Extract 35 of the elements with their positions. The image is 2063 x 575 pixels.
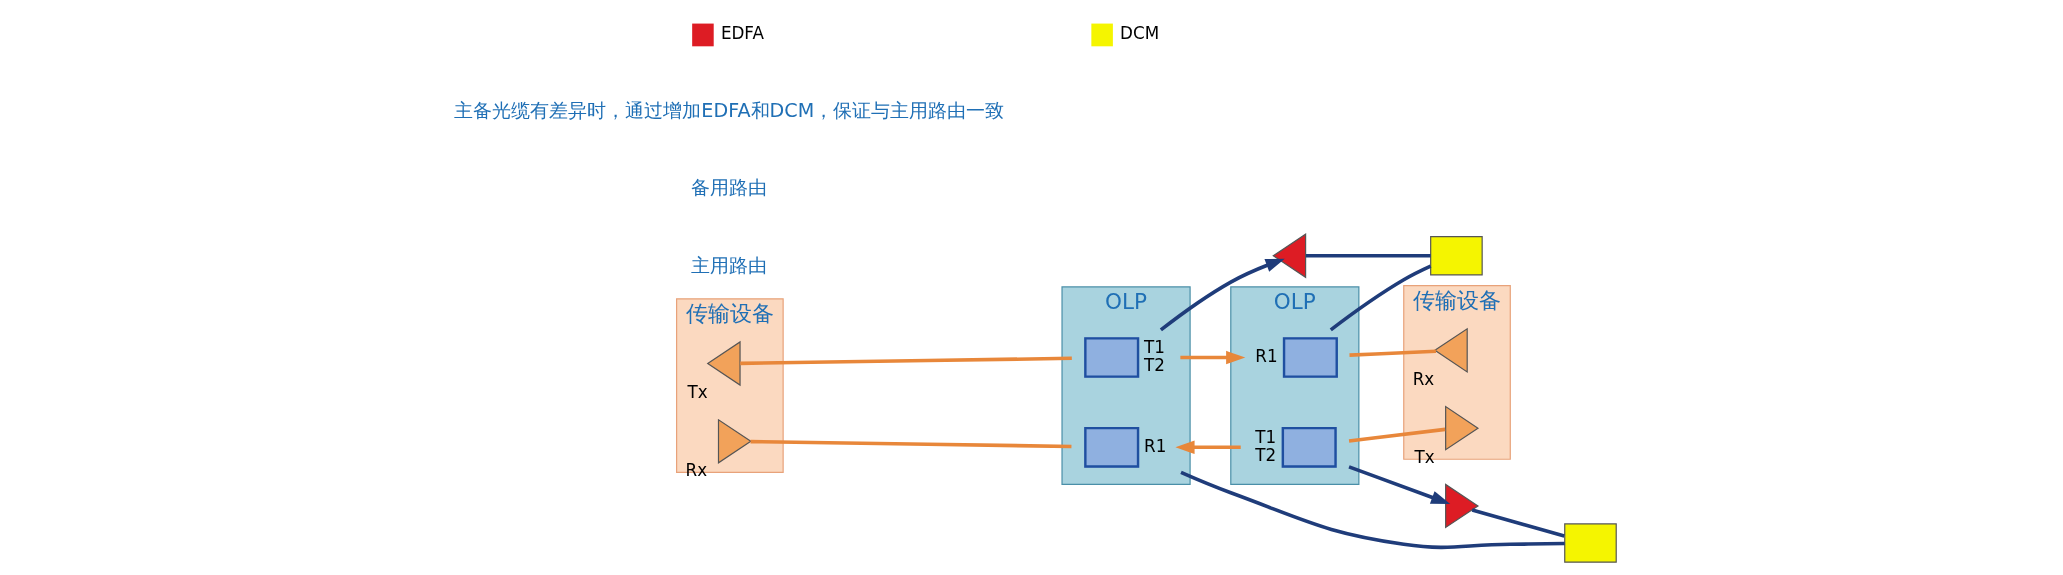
arrow [1175,440,1241,454]
node-label: R1 [1144,435,1167,456]
node-label: T1 [1144,336,1165,357]
connector [1348,427,1446,443]
node-box [1564,523,1617,563]
node-label: Tx [687,382,708,403]
label: 主用路由 [691,254,768,278]
legend-label: DCM [1120,23,1160,44]
node-label: Tx [1414,447,1435,468]
node-triangle [717,418,752,464]
node-label: T2 [1255,444,1277,465]
connector [1306,254,1431,258]
node-triangle [1445,405,1480,451]
connector [1349,349,1437,357]
connector [1471,508,1565,538]
arrow [1348,465,1451,505]
arrow [1159,258,1285,332]
node-box [1430,236,1483,276]
legend-label: EDFA [720,23,764,44]
node-label: T2 [1144,354,1165,375]
connector [750,439,1072,449]
node-label: Rx [1412,369,1435,390]
node-triangle [1272,233,1307,279]
label: 备用路由 [691,176,768,200]
node-triangle [1433,327,1468,373]
arrow [1180,350,1246,365]
connector [1329,264,1432,332]
node-triangle [706,340,741,387]
node-label: R1 [1255,345,1278,366]
node-label: Rx [685,460,708,481]
label: 主备光缆有差异时，通过增加EDFA和DCM，保证与主用路由一致 [454,98,1005,122]
connector [740,356,1072,366]
node-triangle [1445,483,1480,529]
connector [1180,470,1565,550]
node-label: T1 [1255,426,1277,447]
